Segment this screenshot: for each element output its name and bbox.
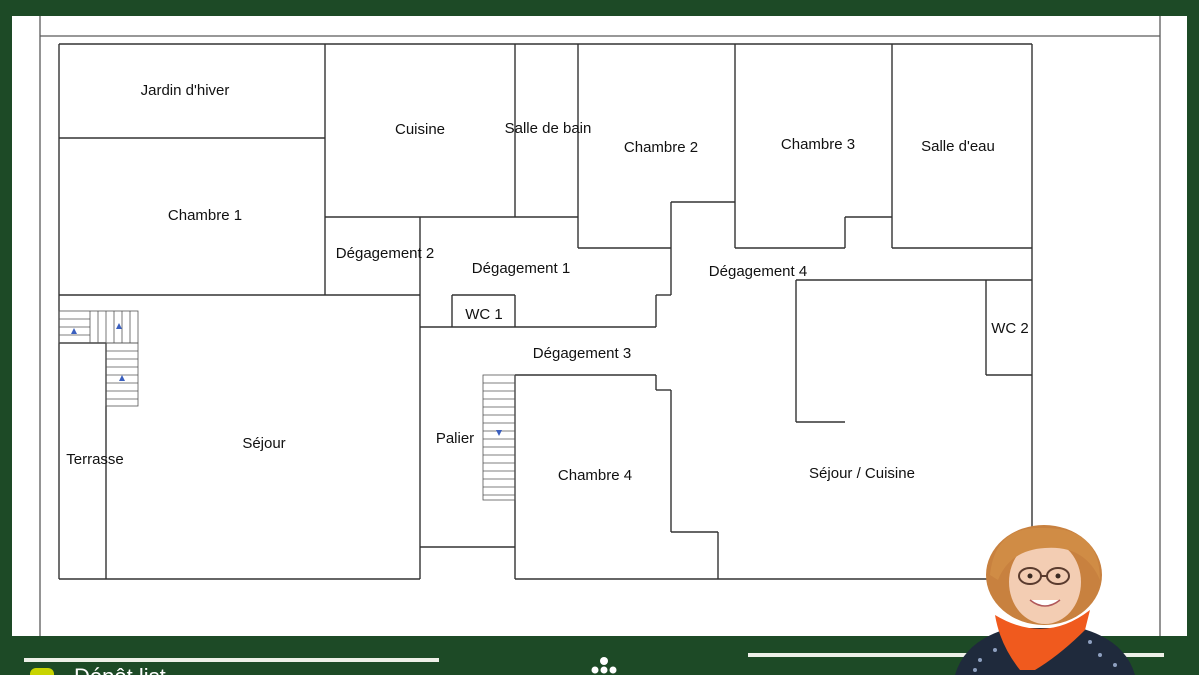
room-label-chambre-1: Chambre 1 [168,207,242,224]
floor-plan: Jardin d'hiver Cuisine Salle de bain Cha… [39,16,1161,636]
room-label-chambre-4: Chambre 4 [558,467,632,484]
footer-divider-left [24,658,439,662]
room-label-degagement-1: Dégagement 1 [472,260,570,277]
room-label-wc-1: WC 1 [465,306,503,323]
room-label-jardin-d-hiver: Jardin d'hiver [141,82,230,99]
room-label-palier: Palier [436,430,474,447]
room-label-salle-d-eau: Salle d'eau [921,138,995,155]
staircase-center [482,374,516,501]
walls [58,43,1033,580]
brand-name: Dépôt list [74,664,166,675]
room-label-degagement-3: Dégagement 3 [533,345,631,362]
floor-plan-sheet: Jardin d'hiver Cuisine Salle de bain Cha… [12,16,1187,636]
room-label-sejour: Séjour [242,435,285,452]
room-label-degagement-2: Dégagement 2 [336,245,434,262]
top-banner [0,0,1199,16]
stair-arrow-center [496,430,502,436]
room-label-chambre-2: Chambre 2 [624,139,698,156]
room-label-chambre-3: Chambre 3 [781,136,855,153]
stair-arrows-left [71,323,125,381]
room-label-sejour-cuisine: Séjour / Cuisine [809,465,915,482]
room-label-salle-de-bain: Salle de bain [505,120,592,137]
staircase-left [58,310,139,407]
room-label-terrasse: Terrasse [66,451,124,468]
footer-divider-right [748,653,1164,657]
agent-photo [955,525,1135,675]
brand-logo-icon [30,668,54,675]
room-label-cuisine: Cuisine [395,121,445,138]
room-label-wc-2: WC 2 [991,320,1029,337]
network-logo-icon [591,657,617,674]
room-label-degagement-4: Dégagement 4 [709,263,807,280]
